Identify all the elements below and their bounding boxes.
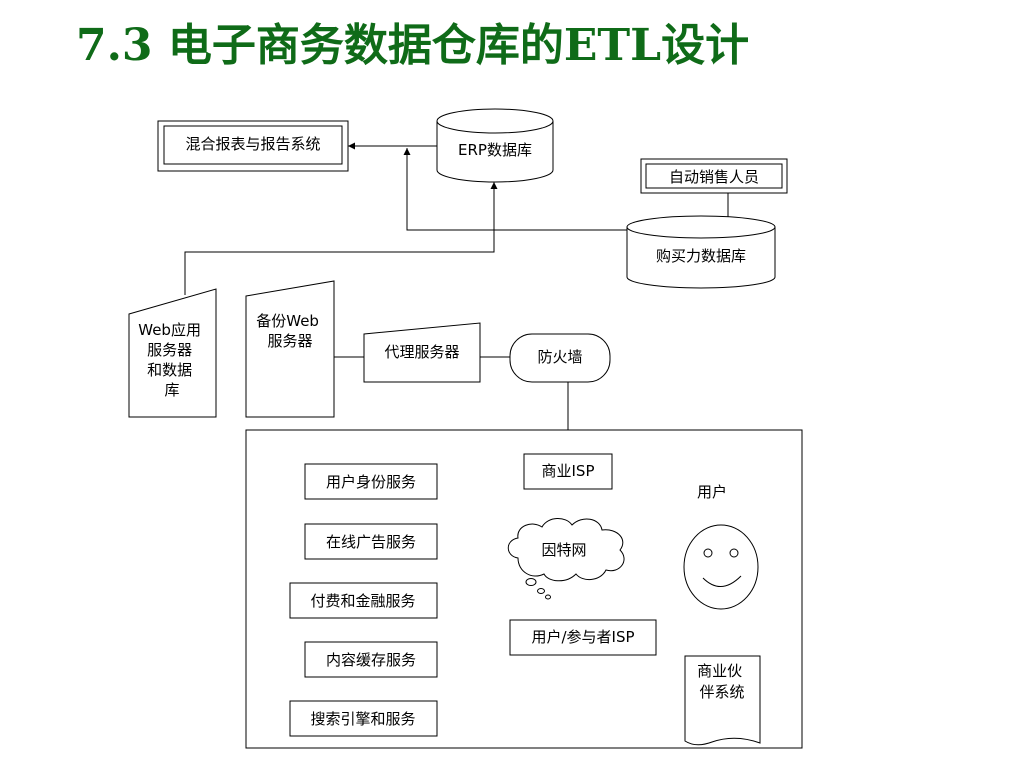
payment-service-node: 付费和金融服务 bbox=[289, 582, 438, 619]
mixed-report-system-node: 混合报表与报告系统 bbox=[157, 120, 349, 172]
web-app-server-label: Web应用 服务器 和数据 库 bbox=[138, 321, 205, 399]
auto-sales-staff-label: 自动销售人员 bbox=[669, 168, 759, 186]
partner-system-line-1: 商业伙 bbox=[697, 662, 742, 680]
payment-service-label: 付费和金融服务 bbox=[310, 592, 415, 610]
smiley-face-icon bbox=[683, 524, 759, 610]
content-cache-service-node: 内容缓存服务 bbox=[304, 641, 438, 678]
web-app-server-line-1: Web应用 bbox=[138, 321, 201, 339]
online-ads-service-label: 在线广告服务 bbox=[326, 533, 416, 551]
purchase-power-database-node: 购买力数据库 bbox=[626, 215, 776, 289]
connector-purchase-to-report bbox=[403, 148, 627, 231]
commercial-isp-node: 商业ISP bbox=[523, 453, 613, 490]
erp-database-label: ERP数据库 bbox=[458, 141, 532, 159]
user-label: 用户 bbox=[697, 483, 727, 501]
user-auth-service-label: 用户身份服务 bbox=[326, 473, 416, 491]
partner-system-label: 商业伙 伴系统 bbox=[697, 662, 747, 701]
backup-web-server-line-2: 服务器 bbox=[267, 332, 312, 350]
mixed-report-label: 混合报表与报告系统 bbox=[185, 135, 320, 153]
proxy-server-label: 代理服务器 bbox=[384, 343, 459, 361]
web-app-server-line-4: 库 bbox=[164, 381, 179, 399]
internet-cloud-node: 因特网 bbox=[507, 518, 625, 600]
online-ads-service-node: 在线广告服务 bbox=[304, 523, 438, 560]
user-auth-service-node: 用户身份服务 bbox=[304, 463, 438, 500]
commercial-isp-label: 商业ISP bbox=[542, 462, 595, 480]
firewall-label: 防火墙 bbox=[537, 348, 582, 366]
backup-web-server-node: 备份Web 服务器 bbox=[245, 280, 335, 418]
firewall-node: 防火墙 bbox=[509, 333, 611, 383]
web-app-server-line-2: 服务器 bbox=[147, 341, 192, 359]
partner-system-line-2: 伴系统 bbox=[699, 683, 744, 701]
user-isp-node: 用户/参与者ISP bbox=[509, 619, 657, 656]
purchase-power-database-label: 购买力数据库 bbox=[656, 247, 746, 265]
web-app-server-line-3: 和数据 bbox=[147, 361, 192, 379]
content-cache-service-label: 内容缓存服务 bbox=[326, 651, 416, 669]
slide-title: 7.3 电子商务数据仓库的ETL设计 bbox=[76, 20, 750, 71]
search-engine-service-label: 搜索引擎和服务 bbox=[310, 710, 415, 728]
connector-web-to-erp bbox=[184, 182, 498, 295]
user-isp-label: 用户/参与者ISP bbox=[531, 628, 634, 646]
proxy-server-node: 代理服务器 bbox=[363, 322, 481, 383]
backup-web-server-line-1: 备份Web bbox=[256, 312, 319, 330]
web-app-server-node: Web应用 服务器 和数据 库 bbox=[128, 288, 217, 418]
erp-database-node: ERP数据库 bbox=[436, 108, 554, 183]
internet-label: 因特网 bbox=[541, 541, 586, 559]
search-engine-service-node: 搜索引擎和服务 bbox=[289, 700, 438, 737]
partner-system-node: 商业伙 伴系统 bbox=[684, 655, 761, 746]
auto-sales-staff-node: 自动销售人员 bbox=[640, 158, 788, 194]
user-node: 用户 bbox=[683, 483, 759, 610]
backup-web-server-label: 备份Web 服务器 bbox=[256, 312, 323, 350]
